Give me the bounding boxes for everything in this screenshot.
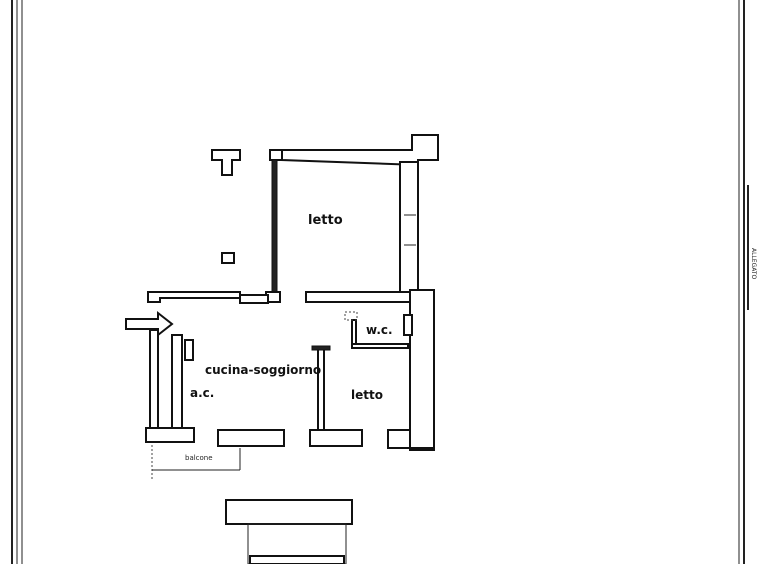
wc-walls: [344, 311, 413, 349]
lower-block: [225, 499, 353, 564]
bedroom-top-walls: [265, 134, 439, 451]
exterior-column: [211, 149, 241, 176]
room-label-kitchen-living: cucina-soggiorno: [205, 363, 321, 377]
room-label-wc: w.c.: [366, 323, 393, 337]
entrance-arrow-icon: [125, 310, 174, 338]
side-note: ALLEGATO: [750, 248, 757, 280]
room-label-bedroom-bottom: letto: [351, 388, 383, 402]
bottom-walls: [217, 345, 435, 451]
balcony-outline: [151, 445, 241, 480]
page-frame: [11, 0, 749, 564]
room-label-balcony: balcone: [185, 454, 213, 462]
small-pillar: [221, 252, 235, 264]
room-label-bedroom-top: letto: [308, 213, 343, 228]
entrance-walls: [145, 291, 269, 443]
room-label-ac: a.c.: [190, 386, 214, 400]
